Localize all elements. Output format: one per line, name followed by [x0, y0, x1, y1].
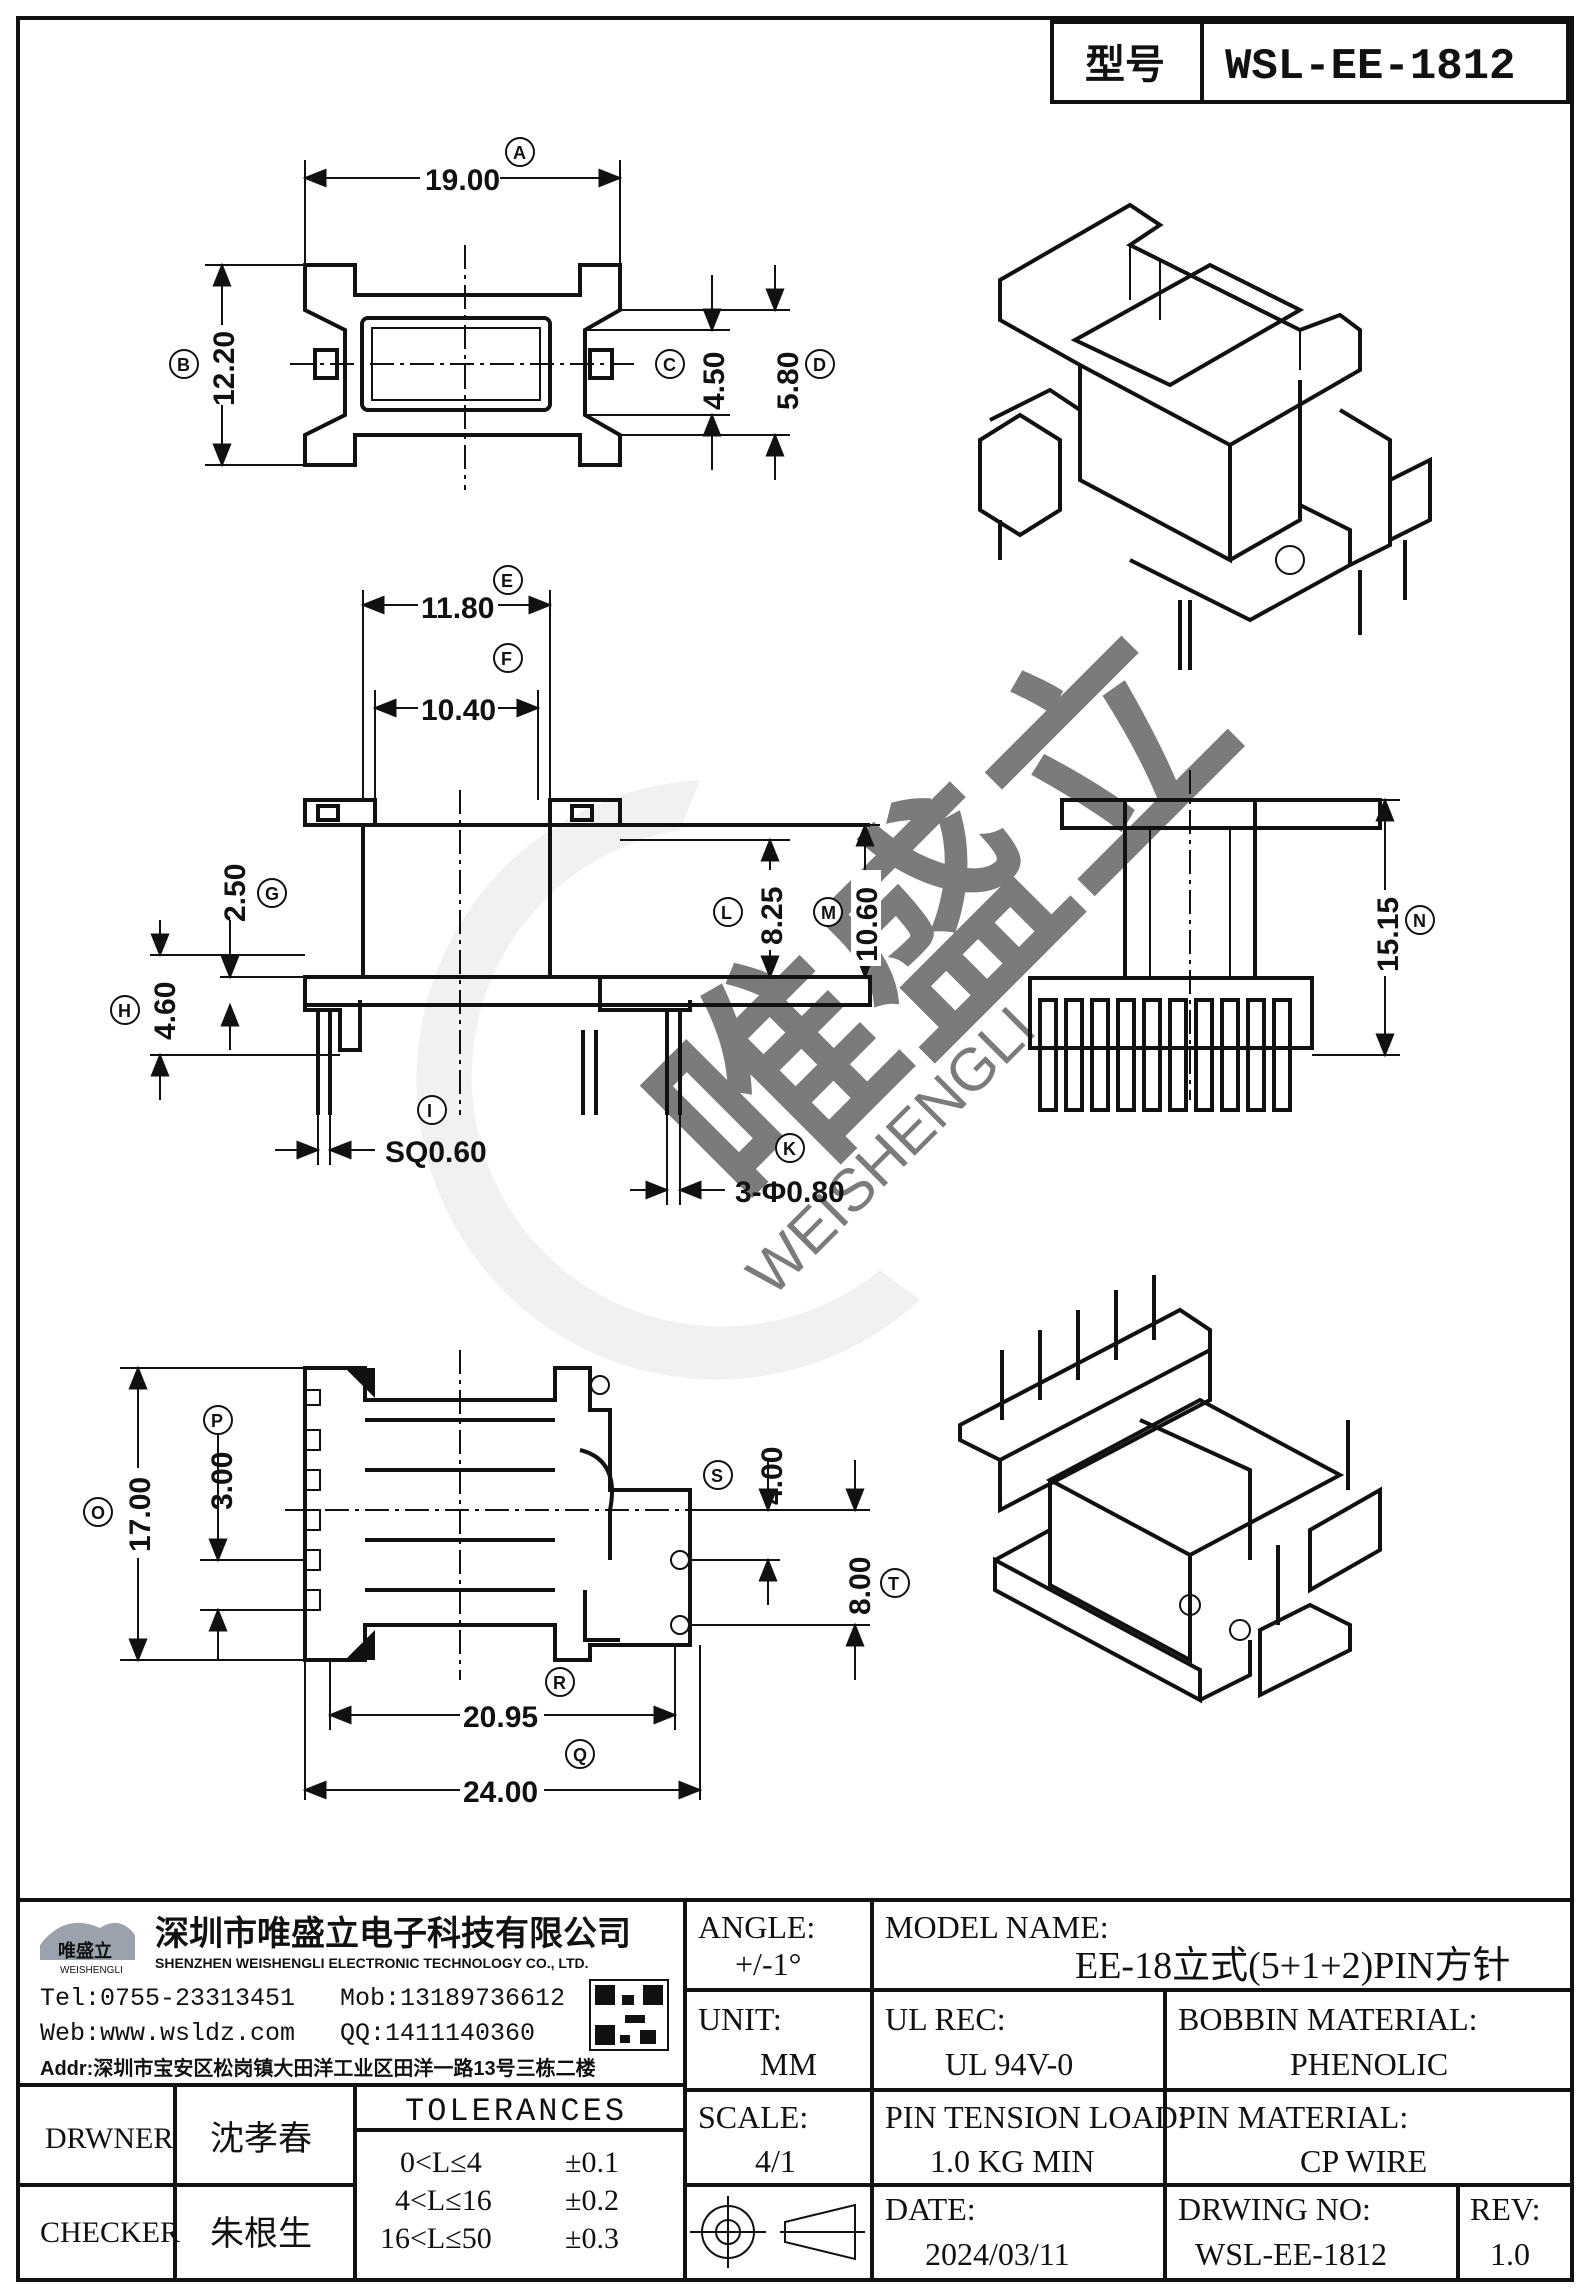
drawing-no-label: DRWING NO: [1178, 2191, 1371, 2227]
sheet-border [16, 16, 1574, 2282]
header-box: 型号 WSL-EE-1812 [1050, 20, 1570, 104]
tolerance-range-0: 0<L≤4 [400, 2146, 482, 2179]
qr-code [589, 1979, 669, 2051]
tolerance-value-1: ±0.2 [565, 2184, 619, 2217]
company-tel: Tel:0755-23313451 [40, 1984, 295, 2013]
angle-value: +/-1° [735, 1946, 801, 1982]
model-name-value: EE-18立式(5+1+2)PIN方针 [1075, 1945, 1510, 1987]
projection-symbol [690, 2196, 865, 2268]
dim-B-value: 12.20 [208, 331, 241, 406]
checker-label: CHECKER [40, 2216, 180, 2249]
dim-Q-value: 20.95 [463, 1701, 538, 1734]
checker-name: 朱根生 [210, 2215, 312, 2253]
watermark-brand: 唯盛立 [608, 584, 1278, 1254]
company-logo: 唯盛立 WEISHENGLI [40, 1922, 135, 1976]
dim-G-value: 2.50 [219, 864, 252, 922]
drawer-label: DRWNER [45, 2122, 173, 2155]
tolerance-range-2: 16<L≤50 [380, 2222, 492, 2255]
tolerance-value-2: ±0.3 [565, 2222, 619, 2255]
model-code: WSL-EE-1812 [1225, 42, 1515, 92]
company-web: Web:www.wsldz.com [40, 2019, 295, 2048]
side-pins [1038, 998, 1292, 1112]
label-Q: R [553, 1673, 566, 1693]
company-mob: Mob:13189736612 [340, 1984, 565, 2013]
pin-material-label: PIN MATERIAL: [1178, 2099, 1408, 2135]
label-H: H [118, 1001, 131, 1021]
dim-S-value: 4.00 [756, 1447, 789, 1505]
title-block: 唯盛立 WEISHENGLI 深圳市唯盛立电子科技有限公司 SHENZHEN W… [18, 1898, 1572, 2280]
company-addr: Addr:深圳市宝安区松岗镇大田洋工业区田洋一路13号三栋二楼 [40, 2056, 596, 2080]
date-label: DATE: [885, 2191, 976, 2227]
label-M: M [821, 903, 836, 923]
dim-F-value: 10.40 [421, 694, 496, 727]
watermark: 唯盛立 WEISHENGLI [416, 584, 1278, 1380]
rev-value: 1.0 [1490, 2236, 1530, 2272]
label-K: K [783, 1139, 796, 1159]
drawer-name: 沈孝春 [210, 2120, 312, 2158]
dim-C-value: 4.50 [698, 352, 731, 410]
dim-M-value: 10.60 [851, 887, 884, 962]
label-S: S [711, 1466, 723, 1486]
label-I: I [427, 1101, 432, 1121]
date-value: 2024/03/11 [925, 2236, 1070, 2272]
bottom-view: 17.00 O 3.00 P 24.00 Q 20.95 R 4.00 S [83, 1350, 910, 1809]
dim-L-value: 8.25 [756, 887, 789, 945]
company-name-cn: 深圳市唯盛立电子科技有限公司 [155, 1914, 631, 1953]
label-L: L [721, 903, 732, 923]
ul-rec-label: UL REC: [885, 2001, 1006, 2037]
tolerance-range-1: 4<L≤16 [395, 2184, 492, 2217]
dim-E-value: 11.80 [421, 592, 494, 625]
tolerance-value-0: ±0.1 [565, 2146, 619, 2179]
dim-H-value: 4.60 [149, 982, 182, 1040]
dim-T-value: 8.00 [844, 1557, 877, 1615]
dim-R-value: 24.00 [463, 1776, 538, 1809]
pin-material-value: CP WIRE [1300, 2143, 1427, 2179]
iso-view-bottom [958, 1275, 1382, 1704]
pin-tension-label: PIN TENSION LOAD: [885, 2099, 1187, 2135]
side-view: 15.15 N [1028, 770, 1435, 1112]
label-N: N [1413, 911, 1426, 931]
logo-sub: WEISHENGLI [60, 1965, 123, 1976]
label-A: A [513, 143, 526, 163]
scale-value: 4/1 [755, 2143, 796, 2179]
pin-tension-value: 1.0 KG MIN [930, 2143, 1094, 2179]
company-qq: QQ:1411140360 [340, 2019, 535, 2048]
dim-O-value: 17.00 [124, 1477, 157, 1552]
bobbin-material-label: BOBBIN MATERIAL: [1178, 2001, 1478, 2037]
logo-text: 唯盛立 [58, 1940, 112, 1961]
label-D: D [813, 355, 826, 375]
label-B: B [177, 355, 190, 375]
label-R: Q [573, 1745, 587, 1765]
top-view: 19.00 A 12.20 B 4.50 C 5.80 D [169, 137, 835, 490]
dim-I-value: SQ0.60 [385, 1136, 487, 1169]
dim-D-value: 5.80 [772, 352, 805, 410]
iso-view-top [978, 202, 1432, 670]
unit-label: UNIT: [698, 2001, 782, 2037]
model-name-label: MODEL NAME: [885, 1909, 1109, 1945]
angle-label: ANGLE: [698, 1909, 815, 1945]
unit-value: MM [760, 2046, 817, 2082]
dim-P-value: 3.00 [206, 1452, 239, 1510]
label-E: E [501, 571, 513, 591]
bobbin-material-value: PHENOLIC [1290, 2046, 1448, 2082]
ul-rec-value: UL 94V-0 [945, 2046, 1073, 2082]
drawing-no-value: WSL-EE-1812 [1195, 2236, 1387, 2272]
label-G: G [265, 884, 279, 904]
label-P: P [211, 1411, 223, 1431]
rev-label: REV: [1470, 2191, 1541, 2227]
label-O: O [91, 1503, 105, 1523]
label-C: C [663, 355, 676, 375]
tolerances-label: TOLERANCES [405, 2093, 627, 2130]
front-view: 11.80 E 10.40 F 2.50 G 4.60 H SQ0.60 I [110, 565, 884, 1209]
label-T: T [888, 1574, 899, 1594]
dim-A-value: 19.00 [425, 164, 500, 197]
company-name-en: SHENZHEN WEISHENGLI ELECTRONIC TECHNOLOG… [155, 1955, 589, 1971]
label-F: F [501, 649, 512, 669]
dim-K-value: 3-Φ0.80 [735, 1176, 845, 1209]
type-label: 型号 [1085, 43, 1165, 87]
dim-N-value: 15.15 [1372, 897, 1405, 972]
scale-label: SCALE: [698, 2099, 808, 2135]
